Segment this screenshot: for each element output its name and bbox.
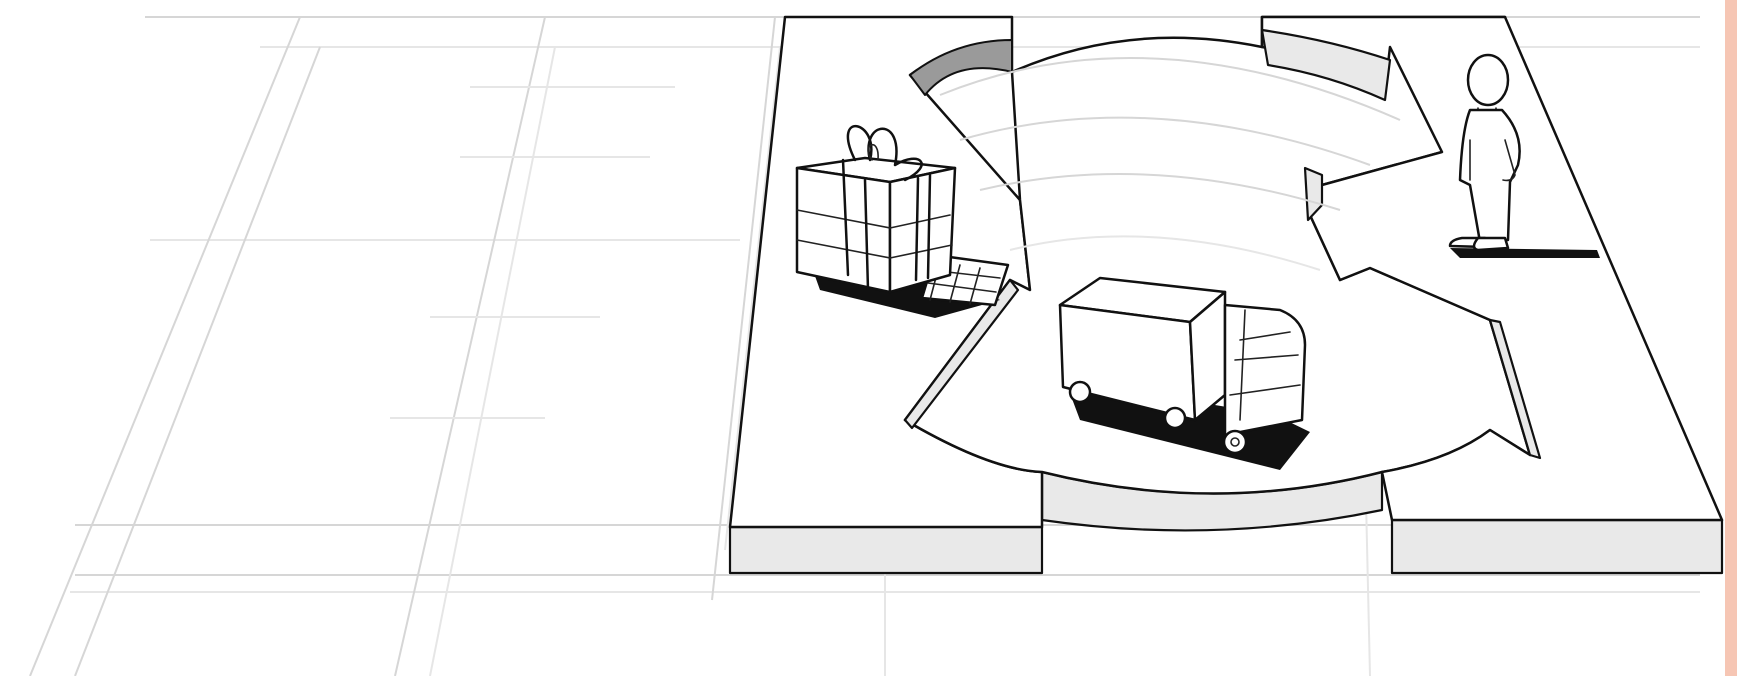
inner-arc-2: [959, 116, 1371, 166]
right-edge-accent-bar: [1725, 0, 1737, 676]
delivery-truck-icon: [1058, 276, 1310, 470]
canvas-board: [728, 15, 1724, 575]
gift-box-icon: [795, 124, 1010, 318]
person-figure-icon: [1448, 53, 1600, 258]
inner-arc-4: [1009, 235, 1321, 271]
inner-arc-3: [979, 173, 1341, 211]
arrow-bevel: [1488, 318, 1542, 460]
board-front-left: [728, 525, 1044, 575]
inner-arc-1: [939, 56, 1401, 121]
board-front-right: [1390, 518, 1724, 575]
arc-bevel-right: [1260, 28, 1392, 102]
left-wedge-bevel: [903, 278, 1020, 430]
